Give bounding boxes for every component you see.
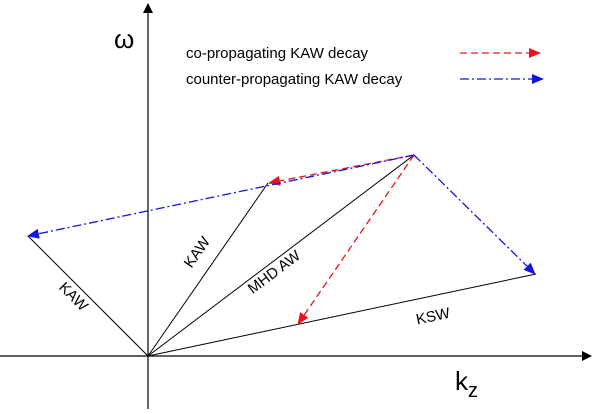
mhd-aw-line — [147, 154, 415, 357]
kaw-left-label: KAW — [55, 279, 91, 315]
counter-decay-arrow-to-kaw — [27, 154, 415, 239]
legend-label-counter: counter-propagating KAW decay — [186, 71, 403, 88]
k-axis-label-main: k — [455, 366, 469, 396]
legend-label-co: co-propagating KAW decay — [186, 45, 369, 62]
kaw-center-label: KAW — [181, 233, 215, 271]
co-decay-arrow-to-ksw — [297, 154, 415, 325]
k-axis-label: kz — [455, 366, 478, 402]
counter-decay-arrow-to-ksw — [413, 154, 536, 275]
k-axis-label-sub: z — [468, 380, 478, 402]
ksw-label: KSW — [415, 305, 453, 329]
mhd-aw-label: MHD AW — [245, 247, 305, 298]
kaw-center-line — [147, 182, 269, 357]
omega-axis-label: ω — [114, 24, 134, 54]
ksw-line — [147, 273, 537, 357]
kaw-left-line — [27, 235, 149, 357]
